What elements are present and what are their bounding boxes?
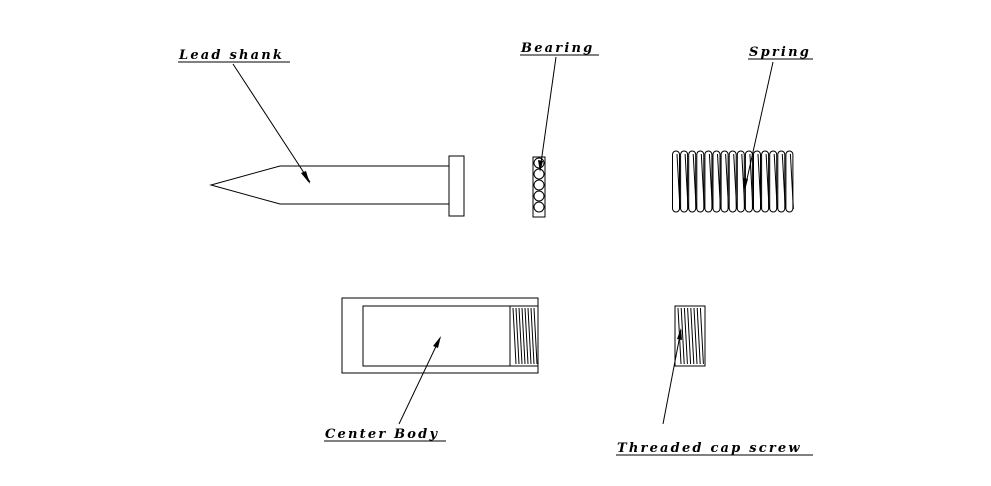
- thread-line: [690, 307, 695, 365]
- thread-line: [699, 307, 704, 365]
- spring-coil-wire: [725, 153, 730, 210]
- bearing-label: Bearing: [520, 41, 594, 56]
- spring-coil-wire: [684, 153, 689, 210]
- spring-coil: [769, 150, 778, 213]
- thread-line: [515, 307, 520, 365]
- thread-line: [512, 307, 517, 365]
- spring-coil: [688, 150, 697, 213]
- center-body-part: [341, 297, 539, 374]
- center-body-label: Center Body: [325, 427, 439, 442]
- thread-line: [530, 307, 535, 365]
- thread-line: [521, 307, 526, 365]
- spring-coil: [696, 150, 705, 213]
- center-body-threads: [512, 307, 538, 365]
- thread-line: [533, 307, 538, 365]
- lead-shank-callout: Lead shank: [178, 48, 311, 184]
- lead-shank-part: [209, 155, 465, 217]
- spring-coil-wire: [708, 153, 713, 210]
- spring-coil: [672, 150, 680, 213]
- spring-coil: [761, 150, 770, 213]
- spring-coil: [777, 150, 786, 213]
- spring-part: [672, 150, 794, 213]
- spring-coil-wire: [757, 153, 762, 210]
- spring-coil: [785, 150, 794, 213]
- spring-coil: [753, 150, 761, 213]
- thread-line: [524, 307, 529, 365]
- spring-callout: Spring: [743, 45, 813, 190]
- cap-screw-label: Threaded cap screw: [617, 441, 802, 456]
- spring-coil-wire: [733, 153, 738, 210]
- spring-coil: [704, 150, 713, 213]
- spring-coil-wire: [765, 153, 770, 210]
- spring-coil-wire: [717, 153, 721, 210]
- spring-coil-wire: [692, 153, 697, 210]
- spring-coil-wire: [700, 153, 705, 210]
- bearing-callout: Bearing: [520, 41, 599, 172]
- center-body-callout: Center Body: [324, 336, 446, 442]
- cap-screw-part: [674, 305, 706, 367]
- thread-line: [680, 307, 685, 365]
- spring-coil: [680, 150, 689, 213]
- thread-line: [518, 307, 523, 365]
- spring-coil-wire: [741, 153, 746, 210]
- thread-line: [527, 307, 532, 365]
- bearing-part: [532, 156, 546, 218]
- thread-line: [696, 307, 701, 365]
- spring-coil-wire: [789, 153, 794, 210]
- thread-line: [687, 307, 692, 365]
- thread-line: [693, 307, 698, 365]
- spring-coil-wire: [676, 153, 681, 210]
- cap-screw-callout: Threaded cap screw: [616, 328, 813, 456]
- spring-coil: [712, 150, 721, 213]
- spring-label: Spring: [749, 45, 811, 60]
- spring-coil: [720, 150, 729, 213]
- spring-coil: [728, 150, 737, 213]
- lead-shank-label: Lead shank: [178, 48, 284, 63]
- spring-coil-wire: [781, 153, 786, 210]
- spring-coil-wire: [773, 153, 778, 210]
- thread-line: [683, 307, 688, 365]
- cap-screw-threads: [677, 307, 704, 365]
